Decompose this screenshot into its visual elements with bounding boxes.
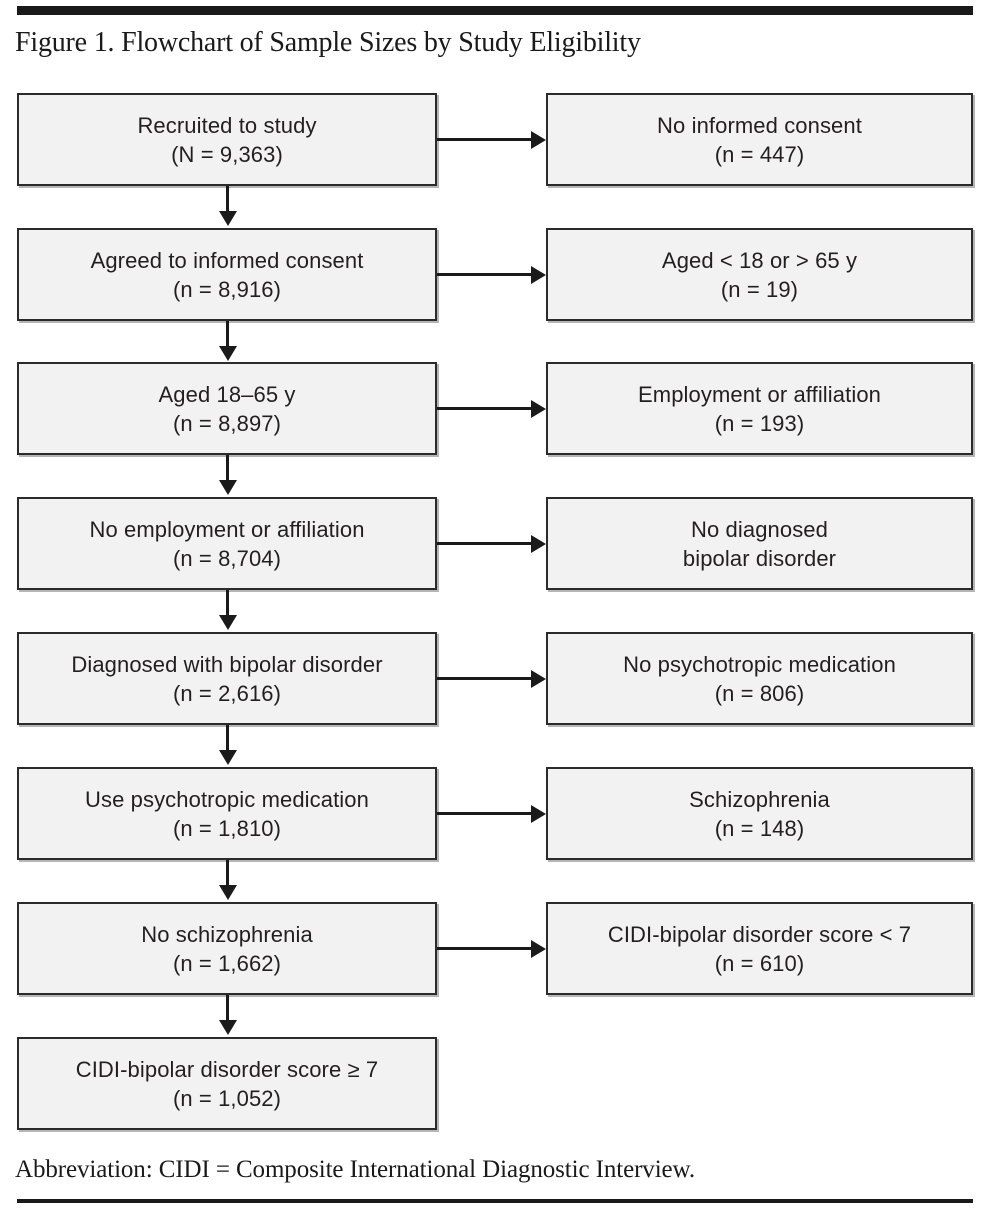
- connector-arrow-down-3: [218, 455, 237, 495]
- flow-node-use-psychotropic-medication[interactable]: Use psychotropic medication (n = 1,810): [17, 767, 437, 860]
- flow-node-label: CIDI-bipolar disorder score ≥ 7: [75, 1056, 379, 1082]
- arrow-head-right-icon: [531, 130, 546, 149]
- flow-node-count: (n = 1,052): [172, 1085, 282, 1111]
- flow-node-count: (n = 148): [714, 815, 805, 841]
- arrow-head-right-icon: [531, 534, 546, 553]
- flow-node-label: No psychotropic medication: [623, 651, 896, 677]
- flow-node-cidi-score-7-or-above[interactable]: CIDI-bipolar disorder score ≥ 7 (n = 1,0…: [17, 1037, 437, 1130]
- arrow-head-down-icon: [218, 885, 237, 900]
- flow-node-schizophrenia[interactable]: Schizophrenia (n = 148): [546, 767, 973, 860]
- connector-arrow-right-2: [437, 265, 546, 284]
- arrow-head-right-icon: [531, 399, 546, 418]
- arrow-head-down-icon: [218, 480, 237, 495]
- flow-node-diagnosed-with-bipolar-disorder[interactable]: Diagnosed with bipolar disorder (n = 2,6…: [17, 632, 437, 725]
- flow-node-count: (n = 19): [720, 276, 799, 302]
- connector-arrow-right-4: [437, 534, 546, 553]
- flow-node-employment-or-affiliation[interactable]: Employment or affiliation (n = 193): [546, 362, 973, 455]
- flow-node-label: Recruited to study: [137, 112, 317, 138]
- flow-node-no-schizophrenia[interactable]: No schizophrenia (n = 1,662): [17, 902, 437, 995]
- flow-node-label: Employment or affiliation: [638, 381, 881, 407]
- flow-node-label: No informed consent: [657, 112, 862, 138]
- connector-arrow-down-6: [218, 860, 237, 900]
- flow-node-label: Diagnosed with bipolar disorder: [71, 651, 383, 677]
- flow-node-label: No schizophrenia: [141, 921, 313, 947]
- arrow-head-right-icon: [531, 265, 546, 284]
- flow-node-no-diagnosed-bipolar-disorder[interactable]: No diagnosed bipolar disorder: [546, 497, 973, 590]
- flow-node-aged-out-of-range[interactable]: Aged < 18 or > 65 y (n = 19): [546, 228, 973, 321]
- arrow-head-down-icon: [218, 346, 237, 361]
- flow-node-agreed-to-informed-consent[interactable]: Agreed to informed consent (n = 8,916): [17, 228, 437, 321]
- flow-node-label: No employment or affiliation: [89, 516, 365, 542]
- flow-node-aged-18-65[interactable]: Aged 18–65 y (n = 8,897): [17, 362, 437, 455]
- flow-node-count: (n = 193): [714, 410, 805, 436]
- connector-arrow-right-3: [437, 399, 546, 418]
- flow-node-label-second: bipolar disorder: [682, 545, 837, 571]
- connector-arrow-right-5: [437, 669, 546, 688]
- figure-title: Figure 1. Flowchart of Sample Sizes by S…: [15, 27, 641, 58]
- flow-node-count: (n = 8,704): [172, 545, 282, 571]
- connector-arrow-right-1: [437, 130, 546, 149]
- flow-node-recruited-to-study[interactable]: Recruited to study (N = 9,363): [17, 93, 437, 186]
- flow-node-label: Schizophrenia: [689, 786, 830, 812]
- connector-arrow-right-6: [437, 804, 546, 823]
- flow-node-count: (n = 8,916): [172, 276, 282, 302]
- arrow-head-right-icon: [531, 939, 546, 958]
- connector-arrow-down-7: [218, 995, 237, 1035]
- flow-node-label: Aged 18–65 y: [158, 381, 296, 407]
- flow-node-label: No diagnosed: [691, 516, 828, 542]
- flow-node-no-psychotropic-medication[interactable]: No psychotropic medication (n = 806): [546, 632, 973, 725]
- flow-node-label: Agreed to informed consent: [90, 247, 364, 273]
- connector-arrow-down-2: [218, 321, 237, 361]
- figure-abbreviation-note: Abbreviation: CIDI = Composite Internati…: [15, 1156, 696, 1183]
- connector-arrow-right-7: [437, 939, 546, 958]
- flow-node-cidi-score-below-7[interactable]: CIDI-bipolar disorder score < 7 (n = 610…: [546, 902, 973, 995]
- connector-arrow-down-1: [218, 186, 237, 226]
- arrow-head-down-icon: [218, 615, 237, 630]
- arrow-head-down-icon: [218, 750, 237, 765]
- flow-node-label: CIDI-bipolar disorder score < 7: [607, 921, 912, 947]
- flow-node-count: (n = 447): [714, 141, 805, 167]
- flow-node-no-employment-or-affiliation[interactable]: No employment or affiliation (n = 8,704): [17, 497, 437, 590]
- flow-node-label: Aged < 18 or > 65 y: [661, 247, 858, 273]
- flow-node-count: (n = 2,616): [172, 680, 282, 706]
- arrow-head-down-icon: [218, 1020, 237, 1035]
- figure-top-rule: [17, 6, 973, 15]
- flow-node-label: Use psychotropic medication: [85, 786, 369, 812]
- arrow-head-right-icon: [531, 804, 546, 823]
- flow-node-count: (n = 1,662): [172, 950, 282, 976]
- figure-bottom-rule: [17, 1199, 973, 1203]
- flow-node-no-informed-consent[interactable]: No informed consent (n = 447): [546, 93, 973, 186]
- flow-node-count: (n = 610): [714, 950, 805, 976]
- flow-node-count: (n = 1,810): [172, 815, 282, 841]
- connector-arrow-down-4: [218, 590, 237, 630]
- arrow-head-down-icon: [218, 211, 237, 226]
- arrow-head-right-icon: [531, 669, 546, 688]
- flow-node-count: (n = 8,897): [172, 410, 282, 436]
- flow-node-count: (n = 806): [714, 680, 805, 706]
- connector-arrow-down-5: [218, 725, 237, 765]
- flow-node-count: (N = 9,363): [171, 141, 283, 167]
